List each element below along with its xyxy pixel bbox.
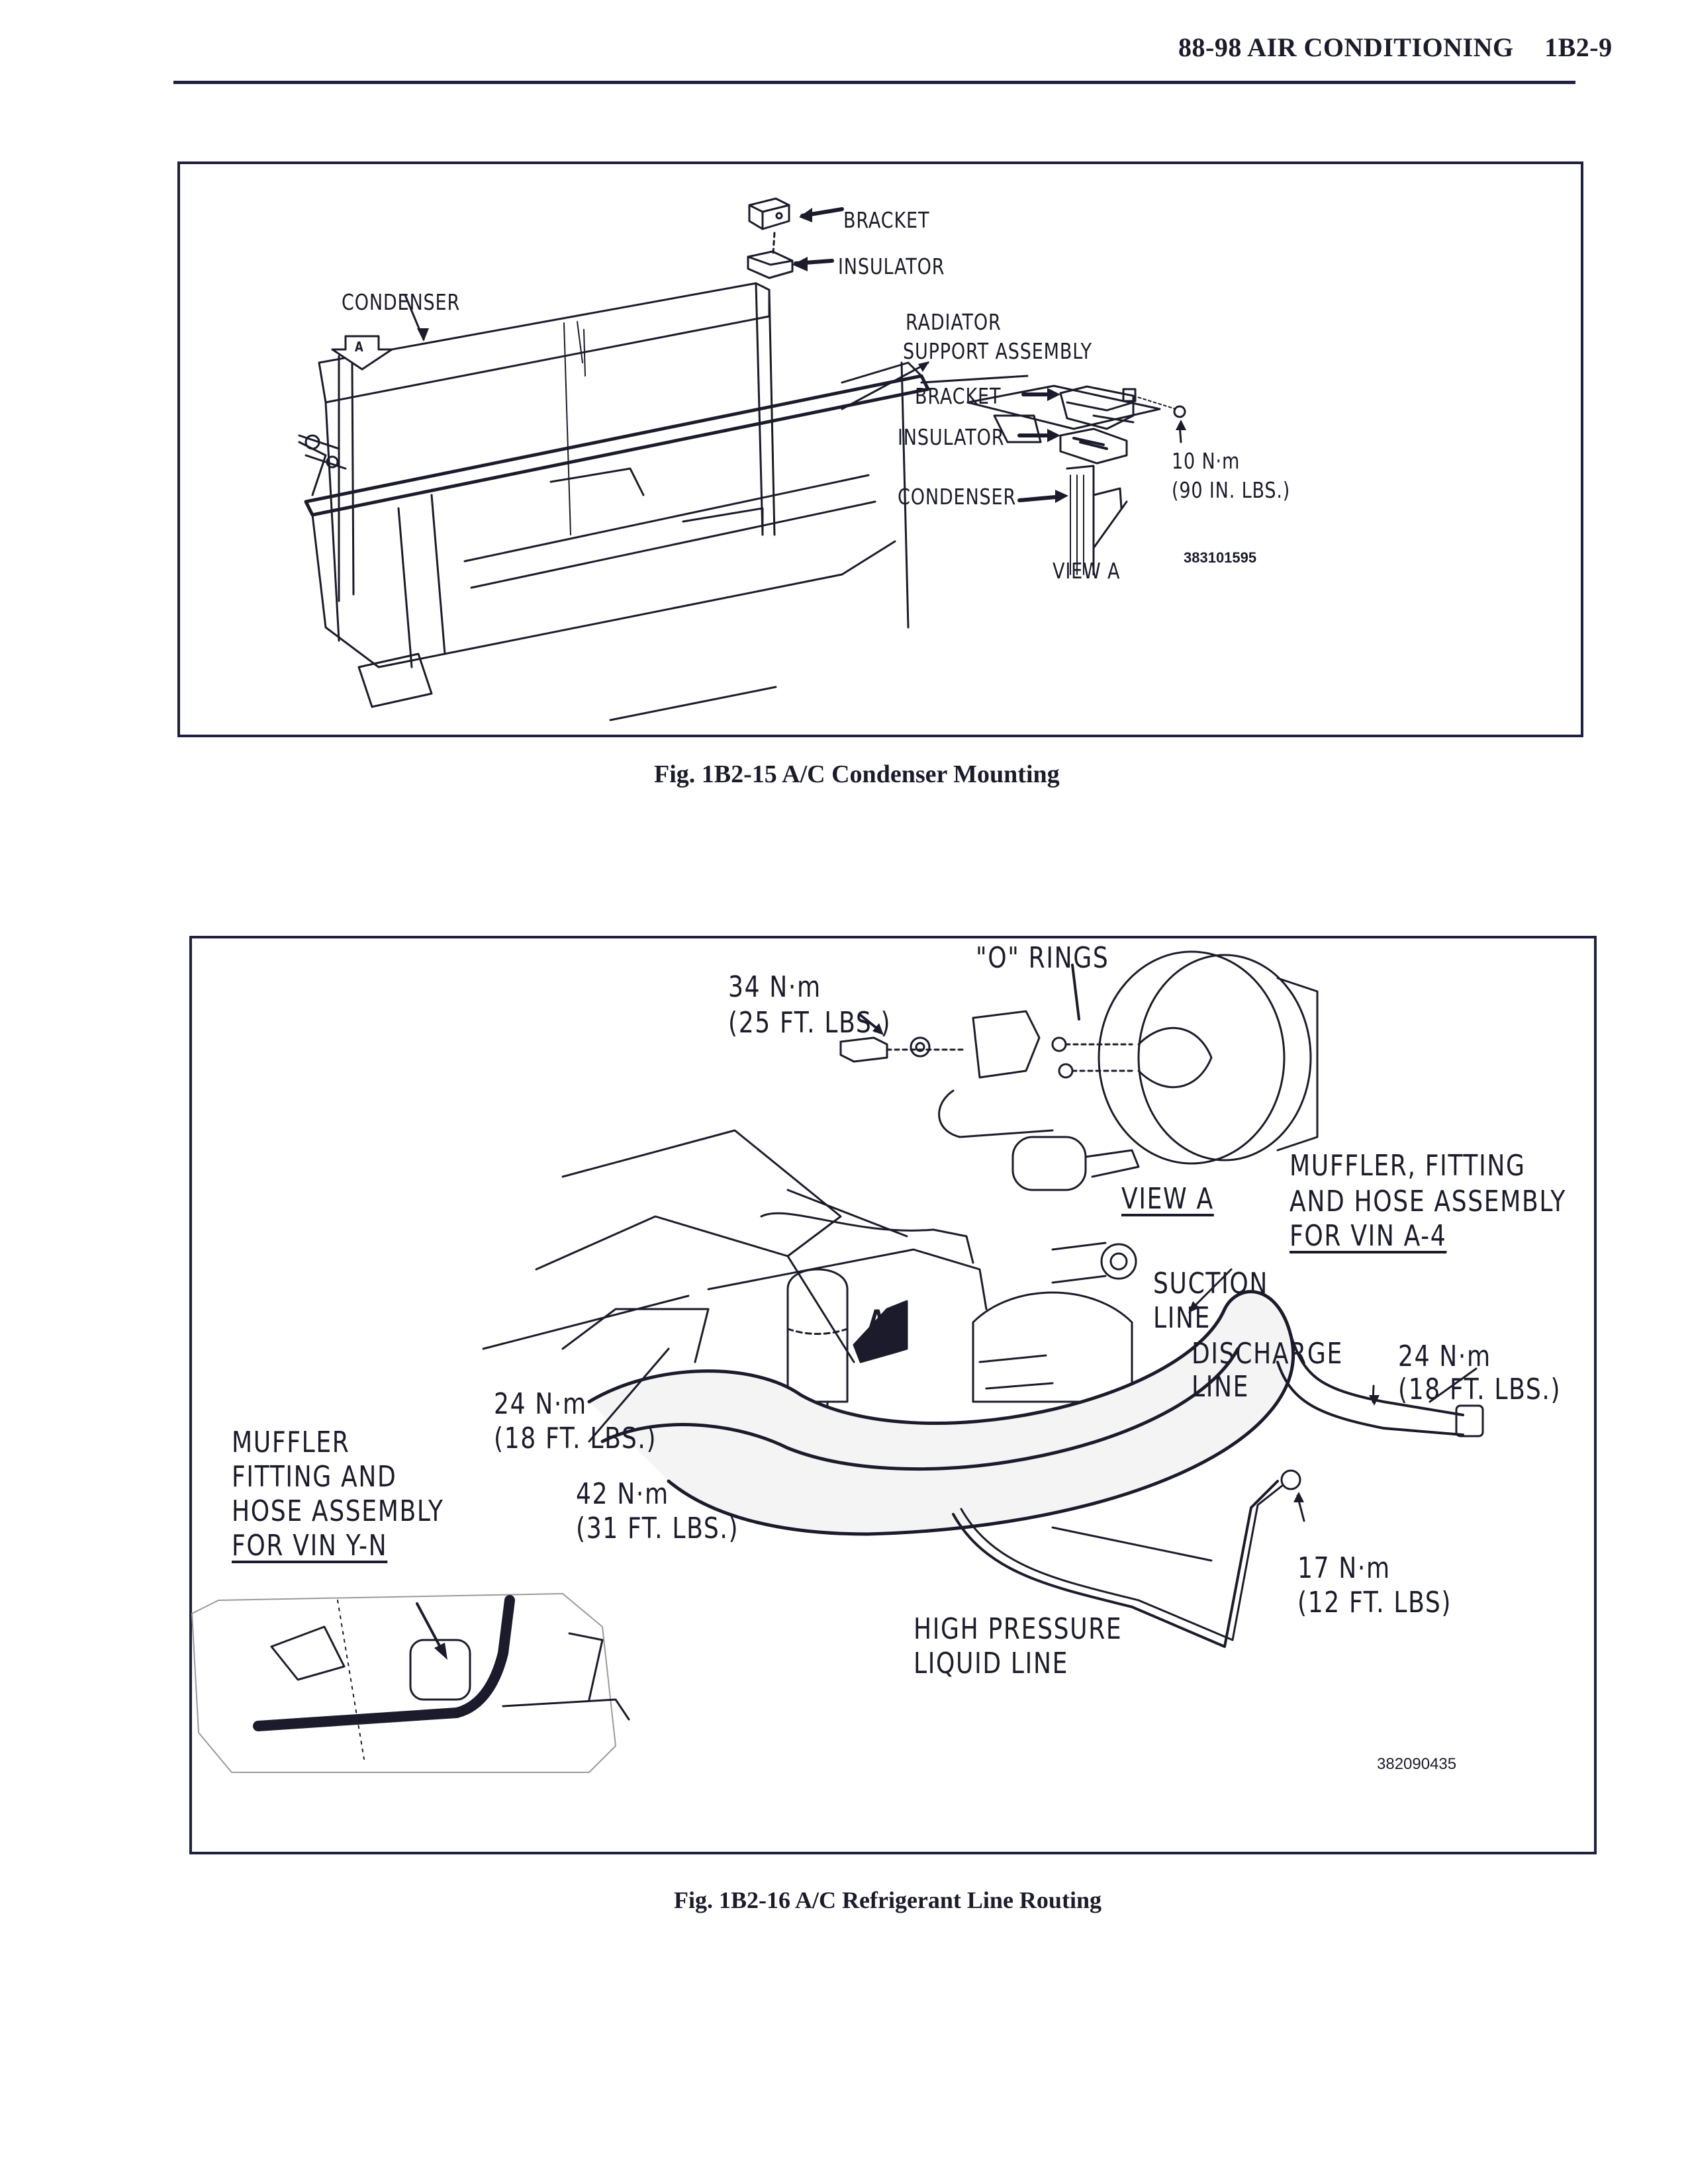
label-muffler-a4-line3: FOR VIN A-4 [1289,1219,1447,1253]
section-title: 88-98 AIR CONDITIONING [1178,32,1514,62]
label-muffler-yn-line2: FITTING AND [232,1460,397,1494]
refrigerant-routing-illustration [192,938,1594,1852]
label-view-a: VIEW A [1053,558,1121,584]
label-discharge-line2: LINE [1192,1370,1250,1404]
label-discharge-line1: DISCHARGE [1192,1337,1343,1371]
page-header: 88-98 AIR CONDITIONING 1B2-9 [1178,32,1613,63]
label-condenser: CONDENSER [342,289,461,315]
condenser-core [319,283,774,641]
view-a-arrow-icon [332,336,392,369]
figure-refrigerant-line-routing: "O" RINGS 34 N·m (25 FT. LBS.) VIEW A MU… [189,936,1597,1854]
header-rule [173,81,1575,84]
label-detail-condenser: CONDENSER [898,484,1017,510]
high-pressure-liquid-line [953,1471,1300,1647]
label-hp-line2: LIQUID LINE [914,1647,1069,1680]
label-radiator-line1: RADIATOR [906,309,1002,335]
label-o-rings: "O" RINGS [976,941,1109,975]
torque-90inlbs: (90 IN. LBS.) [1172,477,1291,503]
torque-42nm: 42 N·m [576,1477,669,1511]
label-detail-bracket: BRACKET [915,383,1002,409]
view-arrow-letter: A [355,339,364,355]
label-muffler-a4-line1: MUFFLER, FITTING [1289,1149,1526,1183]
torque-18ftlbs-discharge: (18 FT. LBS.) [1398,1373,1562,1406]
compressor-lower [973,1293,1132,1402]
label-view-a: VIEW A [1121,1182,1214,1216]
label-muffler-a4-line2: AND HOSE ASSEMBLY [1289,1185,1567,1218]
label-hp-line1: HIGH PRESSURE [914,1612,1123,1646]
label-bracket: BRACKET [843,207,930,233]
label-insulator: INSULATOR [838,253,945,279]
figure-16-caption: Fig. 1B2-16 A/C Refrigerant Line Routing [674,1887,1102,1913]
torque-12ftlbs: (12 FT. LBS) [1297,1586,1452,1619]
detail-bracket-part [1060,387,1185,429]
compressor-view-a [1099,952,1317,1163]
part-number: 382090435 [1377,1755,1457,1773]
engine-block [536,1130,1136,1362]
torque-24nm-discharge: 24 N·m [1398,1340,1491,1373]
suction-discharge-hoses [589,1292,1483,1534]
torque-34nm: 34 N·m [728,970,821,1004]
top-bracket-part [749,199,789,229]
label-radiator-line2: SUPPORT ASSEMBLY [903,338,1092,364]
label-muffler-yn-line3: HOSE ASSEMBLY [232,1494,444,1528]
top-insulator-part [748,251,792,278]
label-muffler-yn-line4: FOR VIN Y-N [232,1529,388,1563]
radiator-support [299,363,928,720]
torque-10nm: 10 N·m [1172,448,1241,474]
condenser-fittings [299,435,346,469]
torque-25ftlbs: (25 FT. LBS.) [728,1006,892,1040]
page-number: 1B2-9 [1544,32,1613,62]
torque-24nm-left: 24 N·m [494,1387,587,1421]
bolt-and-washer [841,1038,966,1062]
label-suction-line1: SUCTION [1153,1267,1269,1300]
label-detail-insulator: INSULATOR [898,424,1005,450]
label-muffler-yn-line1: MUFFLER [232,1426,350,1459]
detail-insulator-part [1060,429,1127,463]
radiator-detail [968,386,1160,442]
label-suction-line2: LINE [1153,1301,1211,1335]
inset-vin-y-n-illustration [192,1594,629,1772]
view-a-pointer-letter: A [868,1305,886,1336]
torque-17nm: 17 N·m [1297,1551,1391,1585]
figure-15-caption: Fig. 1B2-15 A/C Condenser Mounting [654,760,1060,788]
torque-31ftlbs: (31 FT. LBS.) [576,1512,739,1545]
condenser-mounting-illustration [180,164,1186,735]
muffler-fitting-view-a [939,1011,1139,1190]
torque-18ftlbs-left: (18 FT. LBS.) [494,1422,657,1455]
view-a-pointer-icon [854,1301,907,1362]
part-number: 383101595 [1184,549,1257,566]
detail-condenser-part [1067,466,1127,574]
figure-condenser-mounting: BRACKET INSULATOR CONDENSER RADIATOR SUP… [177,161,1583,737]
